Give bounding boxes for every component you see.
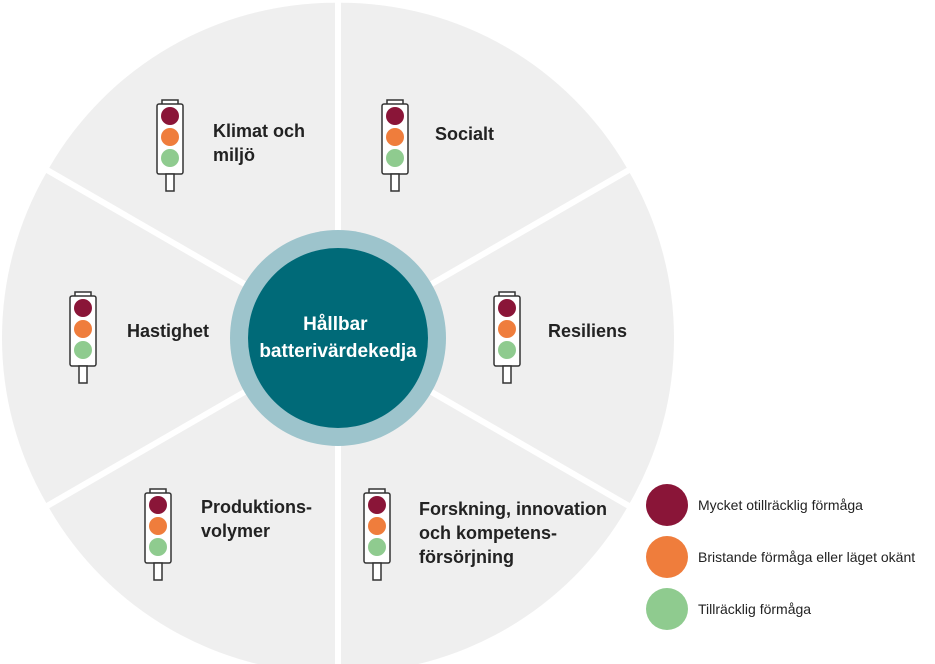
segment-label-line: och kompetens- [419, 523, 557, 543]
light-orange-forskning [368, 517, 386, 535]
light-red-hastighet [74, 299, 92, 317]
center-label: Hållbar batterivärdekedja [259, 314, 417, 362]
segment-forskning [341, 343, 627, 664]
light-red-resiliens [498, 299, 516, 317]
segment-hastighet [1, 173, 332, 503]
segment-label-line: miljö [213, 145, 255, 165]
segment-label-socialt: Socialt [435, 124, 494, 144]
traffic-light-icon-forskning [363, 488, 391, 581]
segment-label-line: Socialt [435, 124, 494, 144]
segment-label-line: Produktions- [201, 497, 312, 517]
legend-orange-label: Bristande förmåga eller läget okänt [698, 549, 916, 565]
light-orange-resiliens [498, 320, 516, 338]
light-orange-produktion [149, 517, 167, 535]
legend-red-dot [646, 484, 688, 526]
segment-label-resiliens: Resiliens [548, 321, 627, 341]
traffic-light-icon-socialt [381, 99, 409, 192]
segment-label-forskning: Forskning, innovation och kompetens-försö… [419, 499, 607, 567]
segment-label-hastighet: Hastighet [127, 321, 209, 341]
segment-label-line: försörjning [419, 547, 514, 567]
segment-klimat [49, 2, 336, 333]
traffic-light-icon-produktion [144, 488, 172, 581]
legend-item-green: Tillräcklig förmåga [646, 588, 915, 630]
legend: Mycket otillräcklig förmåga Bristande fö… [646, 484, 915, 640]
light-green-resiliens [498, 341, 516, 359]
segment-label-line: Resiliens [548, 321, 627, 341]
light-red-klimat [161, 107, 179, 125]
legend-green-dot [646, 588, 688, 630]
segment-label-line: volymer [201, 521, 270, 541]
center-label-line-2: batterivärdekedja [259, 341, 417, 362]
legend-item-orange: Bristande förmåga eller läget okänt [646, 536, 915, 578]
light-green-socialt [386, 149, 404, 167]
segment-label-produktion: Produktions-volymer [201, 497, 312, 541]
light-green-hastighet [74, 341, 92, 359]
light-green-produktion [149, 538, 167, 556]
legend-green-label: Tillräcklig förmåga [698, 601, 812, 617]
light-orange-socialt [386, 128, 404, 146]
traffic-light-icon-klimat [156, 99, 184, 192]
segment-label-klimat: Klimat och miljö [213, 121, 305, 165]
light-green-klimat [161, 149, 179, 167]
center-circle [248, 248, 428, 428]
light-green-forskning [368, 538, 386, 556]
traffic-light-icon-hastighet [69, 291, 97, 384]
center-label-line-1: Hållbar [303, 314, 368, 335]
light-orange-klimat [161, 128, 179, 146]
light-red-produktion [149, 496, 167, 514]
light-red-forskning [368, 496, 386, 514]
segment-label-line: Klimat och [213, 121, 305, 141]
light-red-socialt [386, 107, 404, 125]
legend-orange-dot [646, 536, 688, 578]
segment-label-line: Hastighet [127, 321, 209, 341]
segment-produktion [49, 343, 335, 664]
segment-label-line: Forskning, innovation [419, 499, 607, 519]
legend-red-label: Mycket otillräcklig förmåga [698, 497, 863, 513]
traffic-light-icon-resiliens [493, 291, 521, 384]
light-orange-hastighet [74, 320, 92, 338]
segment-socialt [341, 2, 627, 333]
legend-item-red: Mycket otillräcklig förmåga [646, 484, 915, 526]
